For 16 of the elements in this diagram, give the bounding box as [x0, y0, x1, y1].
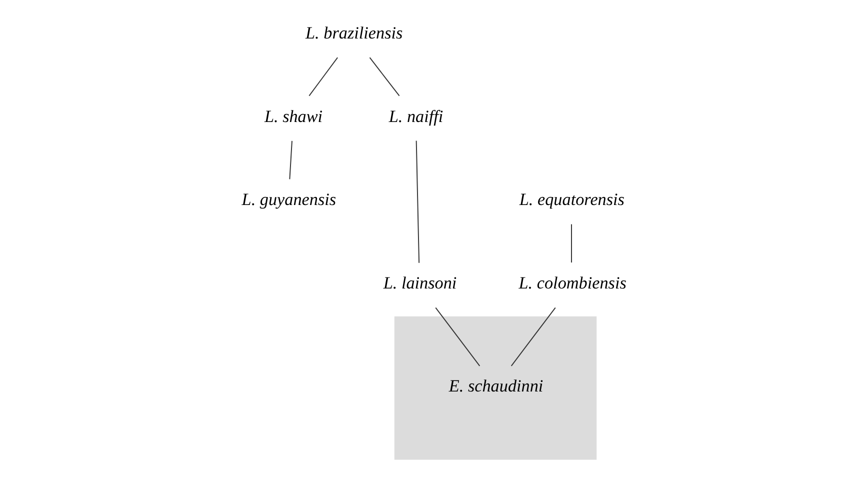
node-text: L. naiffi: [388, 106, 443, 126]
cluster: [394, 316, 596, 460]
connector: [434, 307, 480, 366]
node-text: L. guyanensis: [241, 190, 336, 210]
connector: [368, 57, 400, 96]
connector: [308, 57, 338, 96]
node-text: L. shawi: [264, 106, 322, 126]
node-text: L. lainsoni: [382, 273, 456, 292]
connector: [510, 307, 556, 366]
node-text: L. braziliensis: [305, 23, 402, 42]
connector: [288, 140, 292, 180]
node-text: L. equatorensis: [518, 190, 624, 210]
node-text: L. colombiensis: [518, 273, 626, 292]
connector: [415, 140, 420, 264]
connector: [570, 224, 572, 263]
node-text: E. schaudinni: [448, 376, 543, 396]
